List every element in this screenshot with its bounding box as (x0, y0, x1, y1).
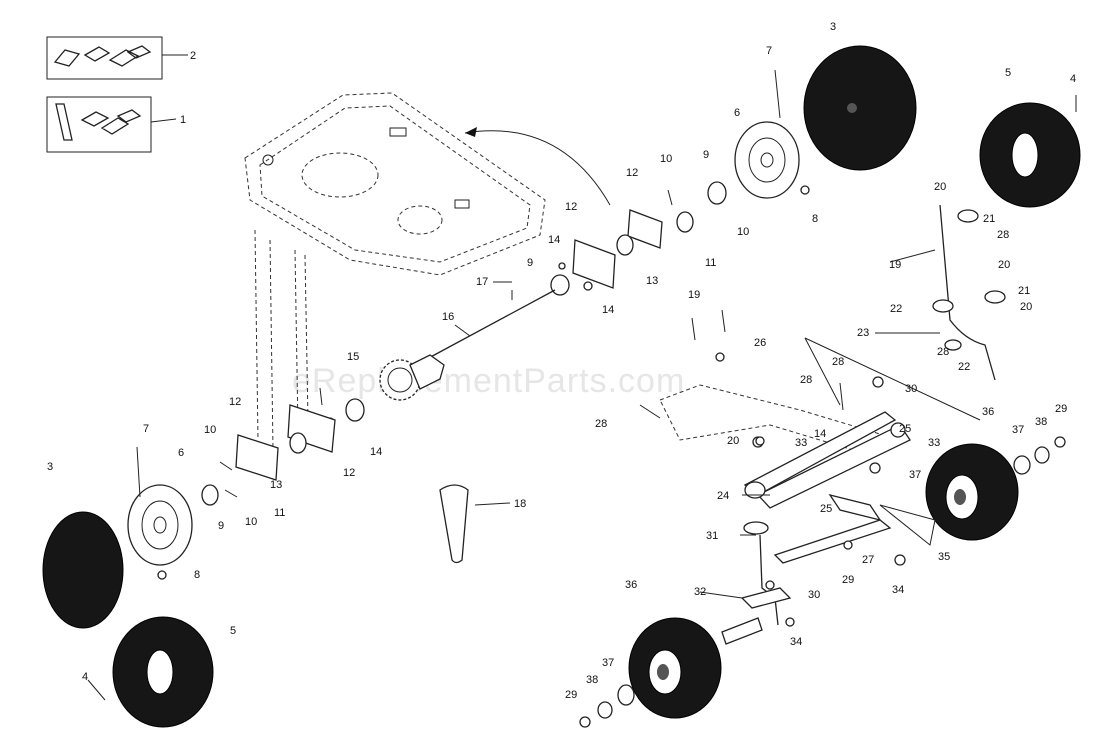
callout: 5 (1005, 67, 1011, 79)
rear-tire-top (803, 45, 917, 171)
callout: 12 (229, 396, 241, 408)
inset-box-1 (46, 96, 152, 153)
rear-wheel-rim-left (127, 484, 193, 566)
plate-upper (627, 209, 663, 249)
callout: 6 (734, 107, 740, 119)
callout: 20 (934, 181, 946, 193)
callout: 4 (82, 671, 88, 683)
callout: 34 (790, 636, 802, 648)
arrow-head-icon (465, 127, 477, 137)
callout: 29 (842, 574, 854, 586)
watermark: eReplacementParts.com (292, 362, 685, 400)
callout: 19 (688, 289, 700, 301)
callout: 7 (766, 45, 772, 57)
callout: 14 (814, 428, 826, 440)
callout: 25 (899, 423, 911, 435)
callout: 24 (717, 490, 729, 502)
callout: 16 (442, 311, 454, 323)
weight-cone (439, 484, 469, 564)
callout: 22 (890, 303, 902, 315)
callout: 10 (204, 424, 216, 436)
callout: 22 (958, 361, 970, 373)
callout: 21 (1018, 285, 1030, 297)
callout: 36 (625, 579, 637, 591)
callout: 31 (706, 530, 718, 542)
callout: 27 (862, 554, 874, 566)
callout: 1 (180, 114, 186, 126)
callout: 29 (1055, 403, 1067, 415)
tractor-frame (244, 92, 546, 451)
callout: 21 (983, 213, 995, 225)
callout: 20 (1020, 301, 1032, 313)
plate-mid (572, 239, 616, 289)
callout: 15 (347, 351, 359, 363)
steering-spindle-lower (759, 534, 779, 626)
rear-tire-left (42, 511, 124, 629)
callout: 14 (548, 234, 560, 246)
callout: 11 (705, 257, 716, 269)
callout: 30 (905, 383, 917, 395)
callout: 14 (370, 446, 382, 458)
callout: 33 (928, 437, 940, 449)
plate-left-lower (235, 434, 279, 481)
callout: 30 (808, 589, 820, 601)
callout: 28 (800, 374, 812, 386)
callout: 12 (565, 201, 577, 213)
callout: 23 (857, 327, 869, 339)
callout: 4 (1070, 73, 1076, 85)
callout: 3 (47, 461, 53, 473)
assembly-arrow (464, 130, 611, 206)
callout: 26 (754, 337, 766, 349)
callout: 28 (832, 356, 844, 368)
callout: 28 (595, 418, 607, 430)
callout-labels: 2 1 3 7 5 4 6 8 9 10 10 11 12 12 13 14 1… (47, 21, 1076, 701)
callout: 18 (514, 498, 526, 510)
callout: 29 (565, 689, 577, 701)
callout: 20 (727, 435, 739, 447)
callout: 9 (703, 149, 709, 161)
callout: 19 (889, 259, 901, 271)
callout: 10 (245, 516, 257, 528)
tie-rod (773, 519, 892, 564)
callout: 9 (218, 520, 224, 532)
callout: 12 (343, 467, 355, 479)
callout: 20 (998, 259, 1010, 271)
callout: 37 (909, 469, 921, 481)
callout: 6 (178, 447, 184, 459)
callout: 28 (937, 346, 949, 358)
axle-shaft (424, 289, 556, 361)
callout: 17 (476, 276, 488, 288)
callout: 33 (795, 437, 807, 449)
callout: 3 (830, 21, 836, 33)
callout: 36 (982, 406, 994, 418)
callout: 37 (602, 657, 614, 669)
callout: 9 (527, 257, 533, 269)
callout: 8 (194, 569, 200, 581)
callout: 38 (586, 674, 598, 686)
rear-wheel-rim-top (734, 121, 800, 199)
callout: 34 (892, 584, 904, 596)
callout: 10 (737, 226, 749, 238)
callout: 28 (997, 229, 1009, 241)
callout: 32 (694, 586, 706, 598)
callout: 37 (1012, 424, 1024, 436)
callout: 7 (143, 423, 149, 435)
steering-spindle-upper (939, 204, 996, 381)
inset-box-2 (46, 36, 163, 80)
callout: 12 (626, 167, 638, 179)
callout: 11 (274, 507, 285, 519)
callout: 2 (190, 50, 196, 62)
callout: 14 (602, 304, 614, 316)
callout: 5 (230, 625, 236, 637)
callout: 38 (1035, 416, 1047, 428)
callout: 13 (270, 479, 282, 491)
callout: 8 (812, 213, 818, 225)
callout: 13 (646, 275, 658, 287)
leader-lines (454, 249, 940, 599)
callout: 35 (938, 551, 950, 563)
callout: 25 (820, 503, 832, 515)
callout: 10 (660, 153, 672, 165)
